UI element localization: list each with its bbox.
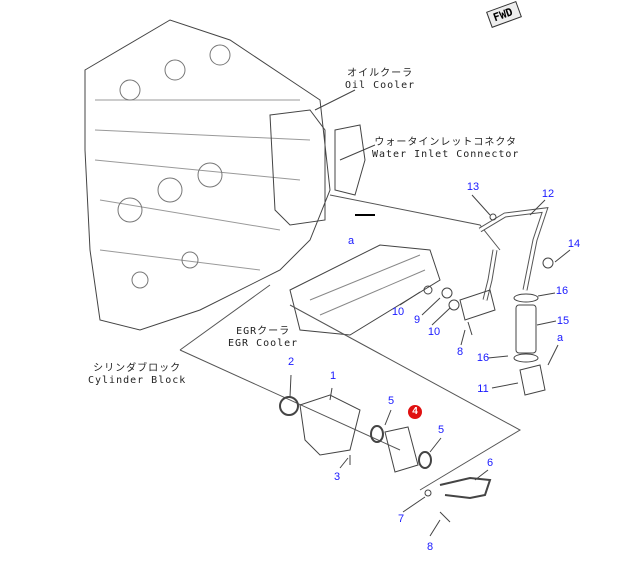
cylinder-block-label-en: Cylinder Block [88, 375, 187, 386]
water-inlet-label-jp: ウォータインレットコネクタ [374, 137, 518, 148]
callout-10[interactable]: 10 [427, 326, 441, 338]
egr-cooler-drawing [289, 244, 441, 336]
callout-10[interactable]: 10 [391, 306, 405, 318]
egr-cooler-label-jp: EGRクーラ [236, 326, 291, 337]
bracket-1-drawing [299, 394, 361, 456]
oil-cooler-drawing [269, 109, 326, 226]
callout-8[interactable]: 8 [426, 541, 434, 553]
callout-5[interactable]: 5 [437, 424, 445, 436]
elbow-11-drawing [519, 364, 546, 396]
callout-3[interactable]: 3 [333, 471, 341, 483]
callout-4-highlighted[interactable]: 4 [408, 405, 422, 419]
callout-13[interactable]: 13 [466, 181, 480, 193]
callout-6[interactable]: 6 [486, 457, 494, 469]
callout-a: a [556, 332, 564, 344]
clamp-5-right-drawing [418, 451, 432, 469]
callout-8[interactable]: 8 [456, 346, 464, 358]
callout-14[interactable]: 14 [567, 238, 581, 250]
pipe-6-drawing [439, 476, 492, 500]
water-inlet-label-en: Water Inlet Connector [372, 149, 520, 160]
callout-15[interactable]: 15 [556, 315, 570, 327]
cylinder-block-drawing [84, 19, 331, 331]
cylinder-block-label: シリンダブロック Cylinder Block [88, 363, 186, 387]
callout-16[interactable]: 16 [476, 352, 490, 364]
oil-cooler-label-jp: オイルクーラ [347, 68, 414, 79]
oil-cooler-label-en: Oil Cooler [345, 80, 416, 91]
callout-2[interactable]: 2 [287, 356, 295, 368]
hose-15-drawing [515, 304, 537, 354]
oil-cooler-label: オイルクーラ Oil Cooler [345, 68, 415, 92]
water-inlet-label: ウォータインレットコネクタ Water Inlet Connector [372, 137, 519, 161]
cylinder-block-label-jp: シリンダブロック [93, 363, 182, 374]
hose-4-drawing [384, 426, 419, 473]
callout-11[interactable]: 11 [477, 383, 489, 395]
callout-1[interactable]: 1 [329, 370, 337, 382]
callout-9[interactable]: 9 [413, 314, 421, 326]
egr-cooler-label: EGRクーラ EGR Cooler [228, 326, 298, 350]
egr-cooler-label-en: EGR Cooler [228, 338, 299, 349]
callout-12[interactable]: 12 [541, 188, 555, 200]
callout-7[interactable]: 7 [397, 513, 405, 525]
water-inlet-drawing [334, 124, 366, 196]
callout-5[interactable]: 5 [387, 395, 395, 407]
clamp-5-left-drawing [370, 425, 384, 443]
o-ring-2-drawing [279, 396, 299, 416]
callout-a: a [347, 235, 355, 247]
callout-16[interactable]: 16 [555, 285, 569, 297]
